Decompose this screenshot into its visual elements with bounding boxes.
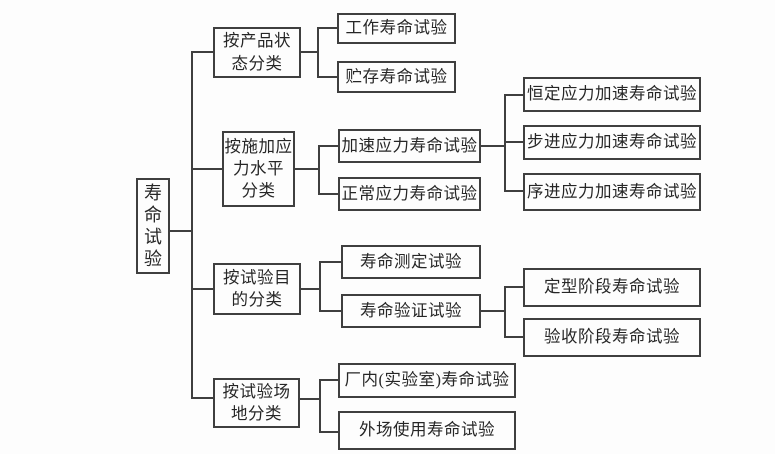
node-design-finalization-stage-life-test: 定型阶段寿命试验 bbox=[523, 268, 701, 307]
connector-verification-child1 bbox=[505, 286, 523, 288]
node-normal-stress-life-test: 正常应力寿命试验 bbox=[338, 177, 481, 211]
node-category-test-site: 按试验场 地分类 bbox=[213, 378, 300, 428]
connector-branch2-split bbox=[318, 145, 320, 195]
connector-root-to-trunk bbox=[170, 230, 192, 232]
connector-branch3-out bbox=[301, 288, 320, 290]
node-life-test-root: 寿 命 试 验 bbox=[136, 178, 170, 274]
connector-accelerated-out bbox=[481, 145, 505, 147]
node-field-use-life-test: 外场使用寿命试验 bbox=[338, 411, 516, 450]
connector-branch4-split bbox=[319, 379, 321, 433]
node-storage-life-test: 贮存寿命试验 bbox=[337, 61, 456, 93]
node-life-measurement-test: 寿命测定试验 bbox=[341, 245, 481, 279]
connector-trunk-to-branch2 bbox=[192, 168, 222, 170]
connector-accelerated-child1 bbox=[505, 94, 523, 96]
node-working-life-test: 工作寿命试验 bbox=[337, 13, 456, 44]
connector-branch2-child2 bbox=[319, 193, 338, 195]
connector-verification-out bbox=[481, 310, 505, 312]
node-progressive-stress-accelerated-life-test: 序进应力加速寿命试验 bbox=[523, 173, 701, 211]
node-acceptance-stage-life-test: 验收阶段寿命试验 bbox=[523, 318, 701, 357]
connector-trunk bbox=[191, 51, 193, 399]
node-step-stress-accelerated-life-test: 步进应力加速寿命试验 bbox=[523, 125, 701, 160]
connector-branch3-split bbox=[319, 261, 321, 312]
connector-branch2-out bbox=[295, 168, 319, 170]
node-category-test-purpose: 按试验目 的分类 bbox=[213, 263, 301, 315]
node-constant-stress-accelerated-life-test: 恒定应力加速寿命试验 bbox=[523, 77, 701, 112]
connector-branch4-child2 bbox=[320, 431, 338, 433]
connector-trunk-to-branch3 bbox=[192, 288, 213, 290]
connector-branch1-out bbox=[301, 51, 318, 53]
node-category-product-state: 按产品状 态分类 bbox=[213, 27, 301, 78]
connector-branch4-out bbox=[300, 398, 320, 400]
connector-branch2-child1 bbox=[319, 145, 338, 147]
node-life-verification-test: 寿命验证试验 bbox=[341, 294, 481, 328]
connector-verification-child2 bbox=[505, 336, 523, 338]
connector-branch1-split bbox=[317, 27, 319, 78]
node-accelerated-stress-life-test: 加速应力寿命试验 bbox=[338, 129, 481, 163]
node-category-stress-level: 按施加应 力水平 分类 bbox=[222, 131, 295, 207]
connector-accelerated-child2 bbox=[505, 141, 523, 143]
connector-branch3-child2 bbox=[320, 310, 341, 312]
connector-trunk-to-branch1 bbox=[192, 51, 213, 53]
connector-accelerated-child3 bbox=[505, 190, 523, 192]
connector-accelerated-split bbox=[504, 94, 506, 192]
connector-verification-split bbox=[504, 286, 506, 338]
node-in-plant-lab-life-test: 厂内(实验室)寿命试验 bbox=[338, 363, 516, 398]
connector-branch3-child1 bbox=[320, 261, 341, 263]
connector-branch1-child2 bbox=[318, 76, 337, 78]
connector-branch4-child1 bbox=[320, 379, 338, 381]
connector-trunk-to-branch4 bbox=[192, 397, 213, 399]
connector-branch1-child1 bbox=[318, 27, 337, 29]
